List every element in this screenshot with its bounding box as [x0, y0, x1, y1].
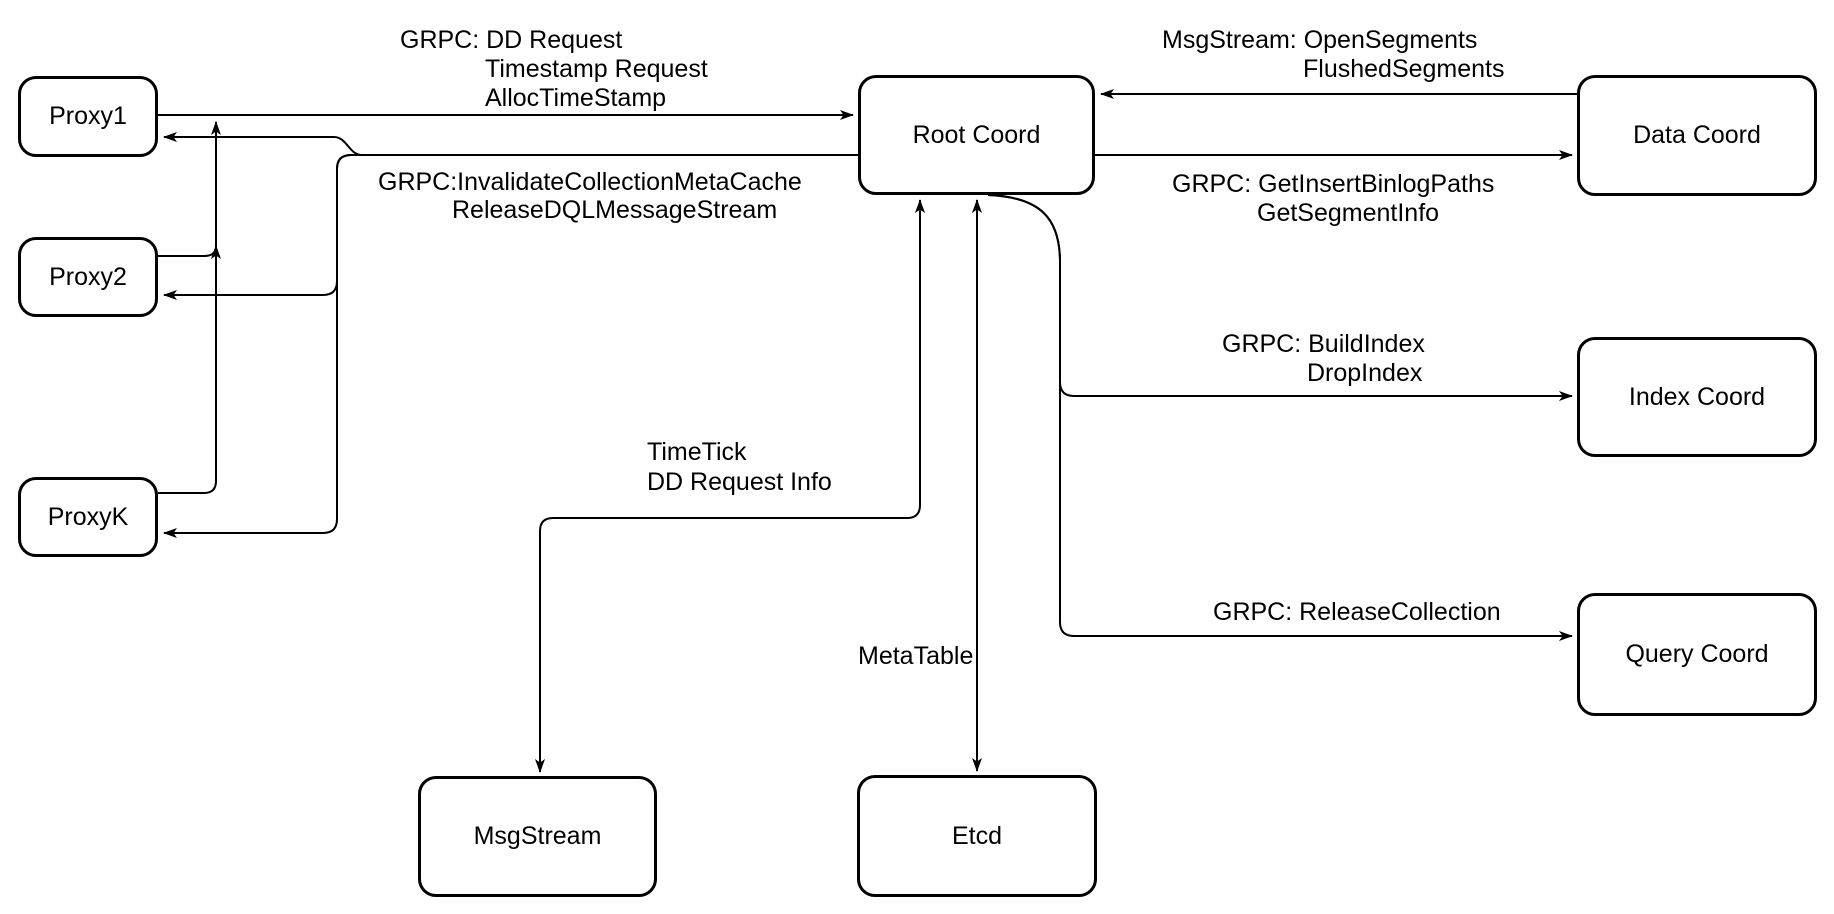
edge-proxyk-to-root-coord: [158, 121, 221, 494]
node-etcd: Etcd: [857, 775, 1097, 897]
edge-label-line: DropIndex: [1307, 359, 1423, 387]
node-label-data-coord: Data Coord: [1633, 121, 1761, 149]
node-label-proxy2: Proxy2: [49, 262, 127, 291]
node-msgstream: MsgStream: [418, 776, 657, 897]
edge-root-coord-to-proxy1: [163, 132, 858, 156]
node-label-proxy1: Proxy1: [49, 102, 127, 130]
node-query-coord: Query Coord: [1577, 593, 1817, 716]
node-root-coord: Root Coord: [858, 75, 1095, 195]
edge-label-line: GRPC: GetInsertBinlogPaths: [1172, 170, 1495, 198]
edge-label-line: TimeTick: [647, 438, 747, 466]
node-label-proxyk: ProxyK: [47, 502, 129, 531]
node-proxy1: Proxy1: [18, 76, 158, 157]
node-index-coord: Index Coord: [1577, 337, 1817, 457]
node-label-index-coord: Index Coord: [1628, 382, 1766, 411]
edge-label-line: FlushedSegments: [1303, 55, 1505, 83]
edge-label-line: GetSegmentInfo: [1257, 199, 1440, 227]
edge-proxy2-join-trunk: [158, 245, 221, 260]
edge-label-line: ReleaseDQLMessageStream: [452, 196, 778, 224]
node-label-msgstream: MsgStream: [473, 822, 602, 850]
edge-root-coord-to-proxyk: [163, 154, 858, 538]
edge-root-coord-msgstream: [535, 199, 925, 773]
node-proxyk: ProxyK: [18, 477, 158, 557]
edge-label-line: Timestamp Request: [485, 55, 708, 83]
edge-label-line: GRPC: DD Request: [400, 26, 623, 54]
edge-label-line: DD Request Info: [647, 468, 832, 496]
node-proxy2: Proxy2: [18, 237, 158, 317]
node-data-coord: Data Coord: [1577, 75, 1817, 196]
edge-label-line: MsgStream: OpenSegments: [1162, 26, 1478, 54]
node-label-query-coord: Query Coord: [1625, 640, 1769, 668]
edge-label-line: AllocTimeStamp: [485, 84, 667, 112]
edge-label-line: GRPC:InvalidateCollectionMetaCache: [378, 168, 802, 196]
edge-label-line: MetaTable: [858, 642, 974, 670]
node-label-root-coord: Root Coord: [912, 120, 1041, 149]
edge-label-line: GRPC: ReleaseCollection: [1213, 598, 1501, 626]
edge-label-line: GRPC: BuildIndex: [1222, 330, 1425, 358]
edge-root-coord-to-query-coord: [987, 194, 1573, 641]
node-label-etcd: Etcd: [951, 821, 1003, 850]
